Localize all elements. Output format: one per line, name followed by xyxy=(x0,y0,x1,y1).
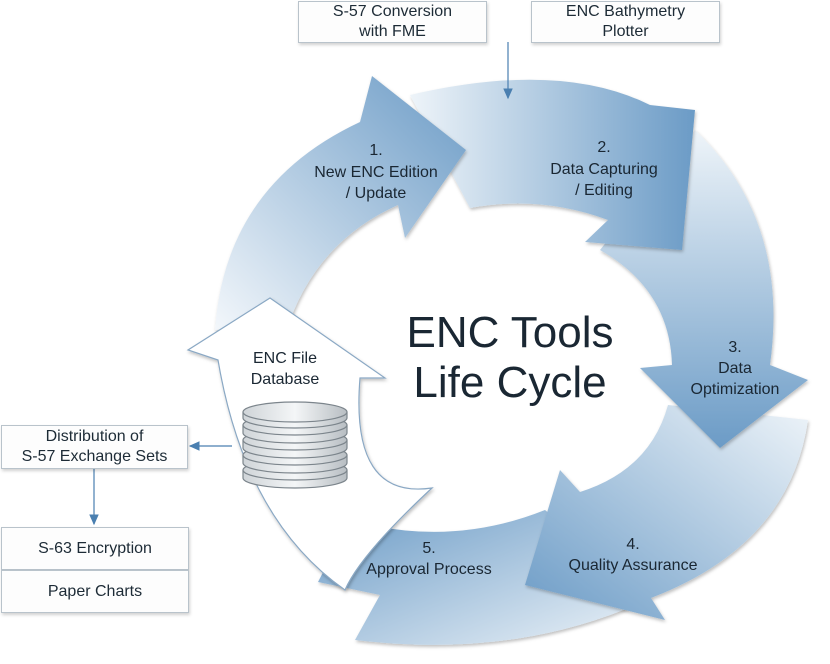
bathymetry-plotter-box[interactable]: ENC Bathymetry Plotter xyxy=(531,1,720,43)
stage-1-number: 1. xyxy=(369,142,383,159)
paper-charts-box[interactable]: Paper Charts xyxy=(1,570,189,613)
stage-3-number: 3. xyxy=(728,339,742,356)
database-label: ENC File Database xyxy=(250,350,320,388)
stage-1-arrow xyxy=(215,76,466,330)
s63-encryption-box[interactable]: S-63 Encryption xyxy=(1,527,189,570)
stage-4-arrow xyxy=(525,405,808,620)
stage-4-label: Quality Assurance xyxy=(568,557,698,574)
stage-2-number: 2. xyxy=(597,139,611,156)
stage-5-number: 5. xyxy=(422,540,436,557)
database-icon xyxy=(242,401,348,489)
s57-conversion-box[interactable]: S-57 Conversion with FME xyxy=(298,1,487,43)
stage-1-label: New ENC Edition / Update xyxy=(314,164,438,202)
stage-3-label: Data Optimization xyxy=(690,360,780,398)
stage-5-label: Approval Process xyxy=(366,561,492,578)
diagram-title: ENC Tools Life Cycle xyxy=(406,308,614,407)
stage-2-label: Data Capturing / Editing xyxy=(550,161,658,199)
distribution-box[interactable]: Distribution of S-57 Exchange Sets xyxy=(1,425,188,469)
stage-2-arrow xyxy=(410,79,695,250)
stage-4-number: 4. xyxy=(626,536,640,553)
